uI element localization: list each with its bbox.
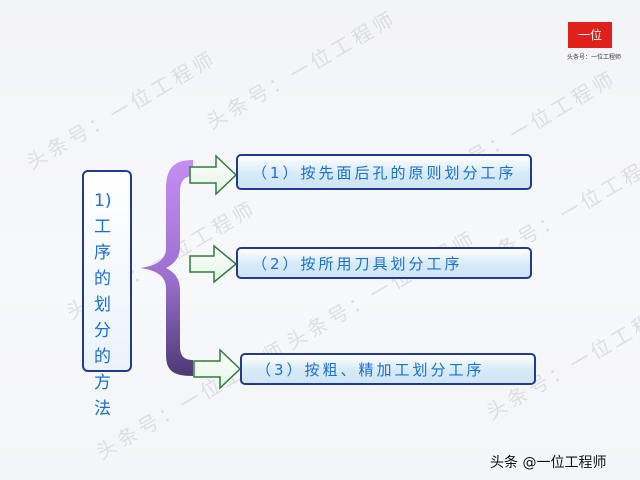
method-title: 1)工序的划分的方法 [94,191,112,419]
method-item-3: （3）按粗、精加工划分工序 [240,353,536,385]
footer-credit: 头条 @一位工程师 [490,455,607,471]
method-item-2: （2）按所用刀具划分工序 [236,247,532,279]
brand-caption: 头条号：一位工程师 [567,54,622,61]
curly-brace [140,160,193,376]
brand-logo: 一位 [568,22,612,48]
method-item-1: （1）按先面后孔的原则划分工序 [236,154,532,190]
arrow-1 [189,154,238,196]
arrow-3 [193,348,242,390]
arrow-2 [189,244,238,284]
method-title-box: 1)工序的划分的方法 [82,170,132,419]
